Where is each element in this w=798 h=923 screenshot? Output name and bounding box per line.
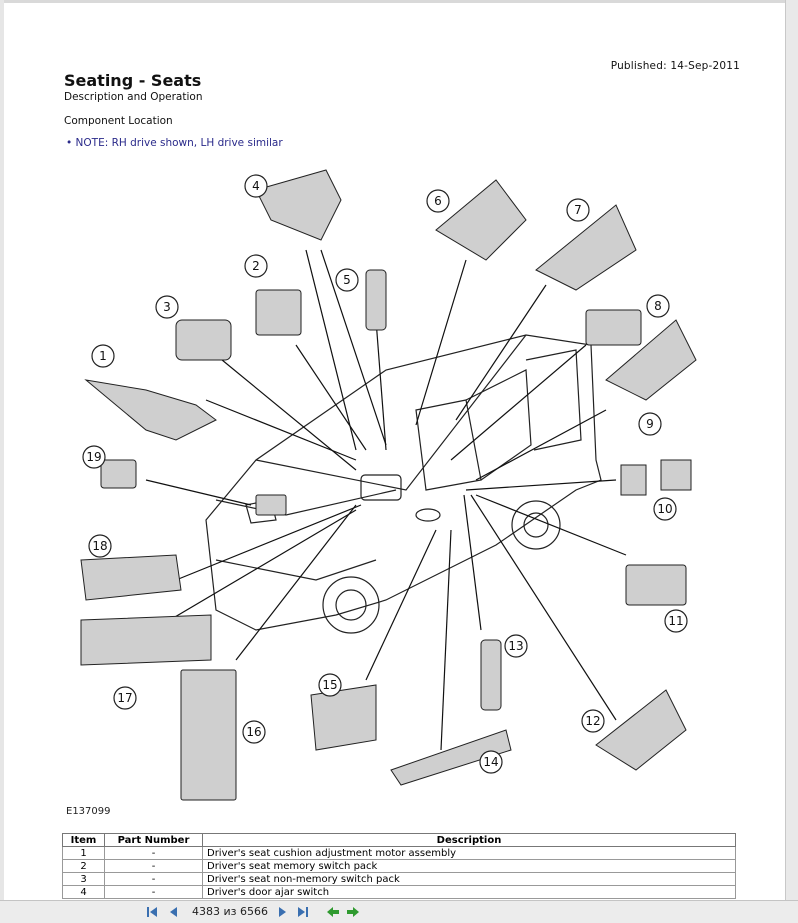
- last-page-icon[interactable]: [296, 905, 310, 919]
- parts-table: Item Part Number Description 1 - Driver'…: [62, 833, 736, 899]
- callout-6: 6: [434, 194, 442, 208]
- cell-desc: Driver's door ajar switch: [202, 885, 736, 899]
- col-item: Item: [62, 833, 105, 847]
- callout-11: 11: [668, 614, 683, 628]
- note-text: • NOTE: RH drive shown, LH drive similar: [66, 137, 283, 149]
- next-page-icon[interactable]: [276, 905, 290, 919]
- callout-4: 4: [252, 179, 260, 193]
- cell-item: 4: [62, 885, 105, 899]
- section-heading: Component Location: [64, 115, 173, 127]
- component-illustrations: [80, 169, 697, 801]
- table-header-row: Item Part Number Description: [62, 833, 736, 847]
- window-frame-top: [0, 0, 798, 3]
- previous-page-icon[interactable]: [166, 905, 180, 919]
- page-indicator[interactable]: 4383 из 6566: [192, 905, 268, 918]
- callout-8: 8: [654, 299, 662, 313]
- cell-part: -: [104, 872, 203, 886]
- callout-12: 12: [585, 714, 600, 728]
- callout-9: 9: [646, 417, 654, 431]
- scrollbar[interactable]: [785, 0, 798, 900]
- leader-lines: [135, 249, 627, 751]
- table-row: 3 - Driver's seat non-memory switch pack: [62, 872, 736, 886]
- back-arrow-icon[interactable]: [326, 905, 340, 919]
- callout-18: 18: [92, 539, 107, 553]
- page-title: Seating - Seats: [64, 71, 202, 90]
- callout-19: 19: [86, 450, 101, 464]
- window-frame-left: [0, 0, 4, 900]
- cell-item: 1: [62, 846, 105, 860]
- callout-16: 16: [246, 725, 261, 739]
- cell-part: -: [104, 885, 203, 899]
- table-row: 4 - Driver's door ajar switch: [62, 885, 736, 899]
- callout-7: 7: [574, 203, 582, 217]
- col-description: Description: [202, 833, 736, 847]
- cell-part: -: [104, 846, 203, 860]
- cell-part: -: [104, 859, 203, 873]
- diagram-code: E137099: [66, 806, 111, 817]
- cell-desc: Driver's seat cushion adjustment motor a…: [202, 846, 736, 860]
- table-row: 1 - Driver's seat cushion adjustment mot…: [62, 846, 736, 860]
- callout-3: 3: [163, 300, 171, 314]
- cell-item: 2: [62, 859, 105, 873]
- first-page-icon[interactable]: [145, 905, 159, 919]
- callout-13: 13: [508, 639, 523, 653]
- callout-5: 5: [343, 273, 351, 287]
- cell-item: 3: [62, 872, 105, 886]
- callout-numbers: 1 2 3 4 5 6 7 8 9 10 11 12 13 14 15 16 1…: [86, 179, 683, 769]
- callout-17: 17: [117, 691, 132, 705]
- page-subtitle: Description and Operation: [64, 91, 203, 103]
- forward-arrow-icon[interactable]: [346, 905, 360, 919]
- viewer-toolbar: 4383 из 6566: [0, 900, 798, 923]
- callout-circles: [82, 174, 688, 774]
- published-date: Published: 14-Sep-2011: [610, 60, 740, 72]
- component-location-diagram: 1 2 3 4 5 6 7 8 9 10 11 12 13 14 15 16 1…: [80, 169, 697, 801]
- vehicle-illustration: [205, 334, 602, 634]
- col-part-number: Part Number: [104, 833, 203, 847]
- callout-14: 14: [483, 755, 498, 769]
- callout-10: 10: [657, 502, 672, 516]
- callout-1: 1: [99, 349, 107, 363]
- cell-desc: Driver's seat memory switch pack: [202, 859, 736, 873]
- callout-2: 2: [252, 259, 260, 273]
- callout-15: 15: [322, 678, 337, 692]
- table-row: 2 - Driver's seat memory switch pack: [62, 859, 736, 873]
- cell-desc: Driver's seat non-memory switch pack: [202, 872, 736, 886]
